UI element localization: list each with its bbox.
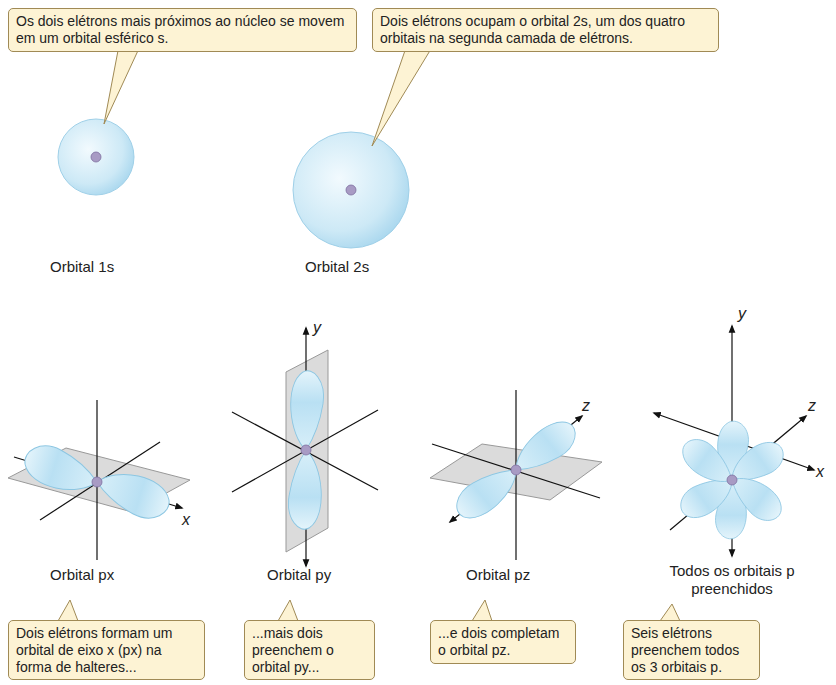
callout-tail — [372, 51, 430, 146]
orbital-label: Orbital px — [50, 566, 160, 584]
orbital-pz — [430, 390, 602, 560]
orbital-px — [8, 400, 190, 560]
callout-text: Seis elétrons preenchem todos os 3 orbit… — [631, 625, 752, 675]
callout-text: Dois elétrons ocupam o orbital 2s, um do… — [380, 13, 711, 47]
callout-tail — [660, 604, 680, 621]
callout-tail — [278, 600, 298, 621]
orbital-label: Todos os orbitais p preenchidos — [664, 562, 800, 598]
callout-box: Os dois elétrons mais próximos ao núcleo… — [8, 8, 357, 52]
callout-tail — [104, 51, 138, 124]
nucleus — [346, 185, 356, 195]
callout-box: Dois elétrons formam um orbital de eixo … — [8, 620, 205, 680]
axis-label: y — [738, 304, 758, 323]
orbital-label: Orbital 2s — [305, 258, 415, 276]
orbital-label: Orbital py — [267, 566, 377, 584]
callout-text: Dois elétrons formam um orbital de eixo … — [16, 625, 197, 675]
nucleus — [91, 152, 101, 162]
callout-box: Seis elétrons preenchem todos os 3 orbit… — [623, 620, 760, 680]
callout-text: ...mais dois preenchem o orbital py... — [252, 625, 367, 675]
orbital-label: Orbital pz — [466, 566, 576, 584]
orbital-py — [232, 328, 378, 566]
axis-label: x — [816, 462, 832, 481]
axis-label: z — [582, 396, 602, 415]
orbital-all-p — [654, 326, 814, 556]
callout-tail — [58, 600, 78, 621]
orbital-label: Orbital 1s — [50, 258, 160, 276]
callout-tail — [472, 600, 492, 621]
orbital-1s — [58, 119, 134, 195]
axis-label: x — [182, 510, 202, 529]
axis-label: y — [313, 318, 333, 337]
orbital-2s — [293, 132, 409, 248]
callout-text: ...e dois completam o orbital pz. — [438, 625, 568, 659]
callout-box: ...mais dois preenchem o orbital py... — [244, 620, 375, 680]
callout-box: Dois elétrons ocupam o orbital 2s, um do… — [372, 8, 719, 52]
callout-text: Os dois elétrons mais próximos ao núcleo… — [16, 13, 349, 47]
axis-label: z — [808, 396, 828, 415]
callout-box: ...e dois completam o orbital pz. — [430, 620, 576, 664]
